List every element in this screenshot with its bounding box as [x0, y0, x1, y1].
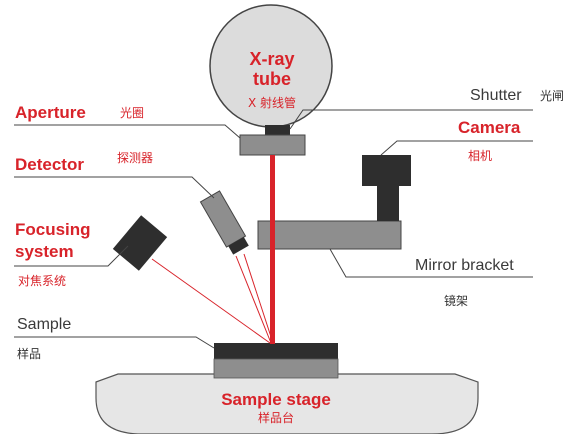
focusing-label-cn: 对焦系统 [18, 274, 66, 288]
detector-shape [199, 190, 249, 255]
shutter-leader [289, 109, 533, 130]
focusing-label-2: system [15, 242, 74, 261]
focusing-beam [151, 258, 271, 344]
focusing-leader [14, 245, 129, 267]
mirror-bracket-label-cn: 镜架 [444, 293, 468, 308]
mirror-bracket-label: Mirror bracket [415, 257, 514, 274]
sample-label-cn: 样品 [17, 346, 41, 361]
camera-body [362, 155, 411, 186]
detector-beam-2 [243, 253, 274, 344]
mirror-bracket-shape [257, 220, 402, 250]
detector-leader [14, 176, 215, 199]
detector-beam-1 [235, 255, 272, 344]
sample-leader [14, 336, 215, 349]
aperture-plate [239, 134, 306, 156]
shutter-label: Shutter [470, 87, 522, 104]
camera-leader [380, 140, 533, 156]
detector-label-cn: 探测器 [117, 151, 153, 165]
mirror-bracket-leader [329, 248, 533, 278]
sample-stage-label: Sample stage [221, 390, 331, 409]
shutter-block [265, 125, 290, 135]
aperture-leader [14, 124, 241, 139]
sample-label: Sample [17, 316, 71, 333]
xray-tube-label-1: X-ray [249, 49, 294, 69]
camera-label: Camera [458, 118, 521, 137]
focusing-system-shape [112, 215, 168, 271]
xray-beam [270, 155, 275, 344]
sample-stage-label-cn: 样品台 [258, 410, 294, 425]
camera-label-cn: 相机 [468, 149, 492, 163]
xray-tube-label-2: tube [253, 69, 291, 89]
focusing-label-1: Focusing [15, 220, 91, 239]
detector-label: Detector [15, 155, 84, 174]
shutter-label-cn: 光闸 [540, 89, 564, 103]
aperture-label: Aperture [15, 103, 86, 122]
sample-holder [213, 358, 339, 379]
camera-stem [377, 186, 399, 221]
aperture-label-cn: 光圈 [120, 106, 144, 120]
sample-block [214, 343, 338, 359]
xray-tube-label-cn: X 射线管 [248, 95, 296, 110]
